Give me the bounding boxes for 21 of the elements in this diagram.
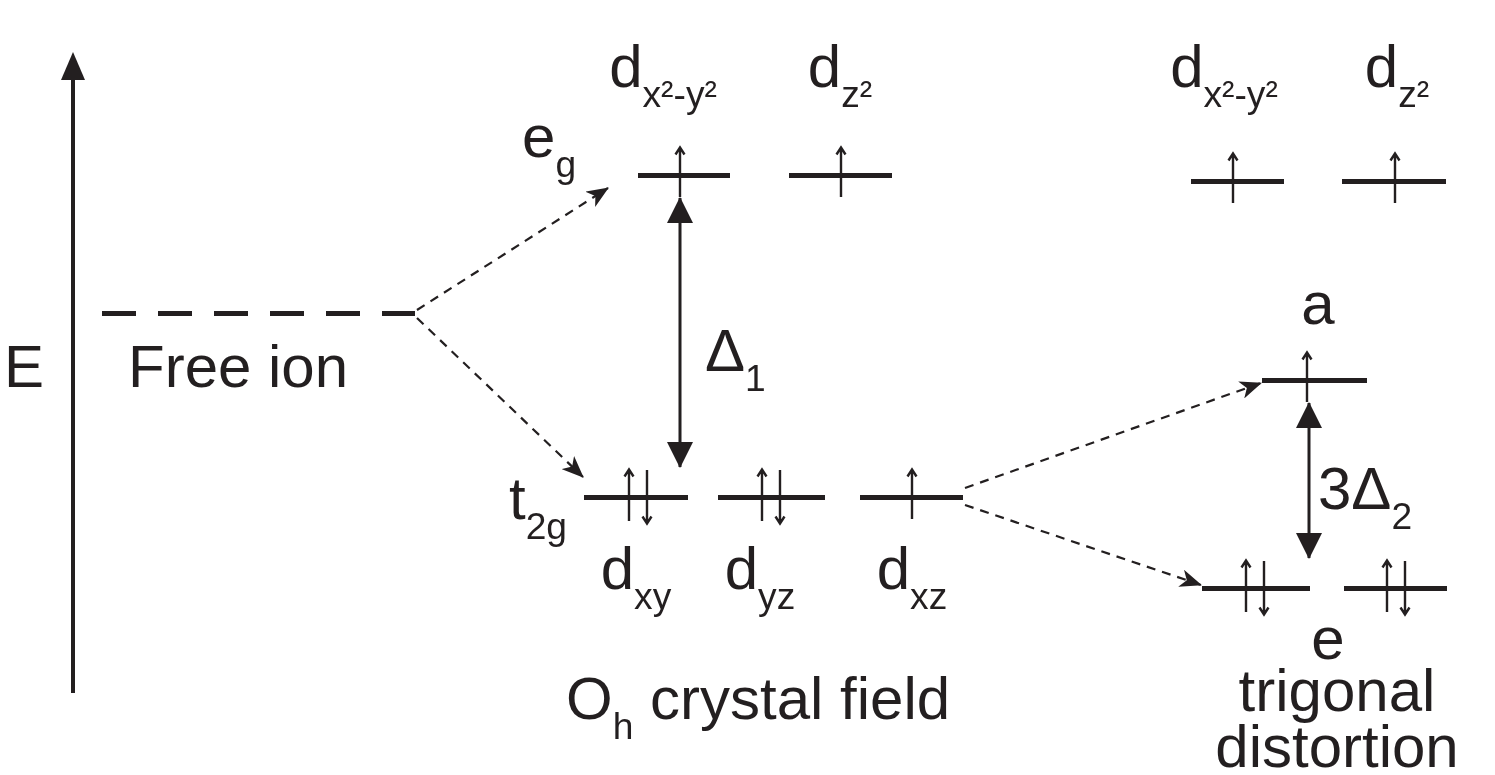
symmetry-label: e$_{g}$ [522, 107, 577, 184]
dashed-arrow [416, 187, 609, 311]
symmetry-label: t$_{2g}$ [509, 469, 568, 546]
level-label: d$_{xy}$ [600, 539, 672, 616]
level-label: d$_{xz}$ [876, 539, 948, 616]
double-headed-arrow [667, 197, 693, 468]
level-label: Free ion [128, 337, 349, 397]
gap-label: Δ$_{1}$ [705, 321, 766, 398]
dashed-arrow [964, 503, 1202, 587]
level-label: d$_{yz}$ [724, 539, 796, 616]
level-label: d$_{z²}$ [1364, 37, 1430, 114]
column-caption: O$_{h}$ crystal field [566, 669, 951, 746]
dashed-arrow [964, 381, 1262, 490]
axis-label: E [4, 337, 45, 397]
level-label: d$_{x²-y²}$ [609, 37, 717, 114]
level-label: a [1301, 274, 1335, 334]
level-label: d$_{z²}$ [807, 37, 873, 114]
level-label: d$_{x²-y²}$ [1170, 37, 1278, 114]
dashed-arrow [416, 317, 584, 478]
double-headed-arrow [1296, 402, 1322, 559]
gap-label: 3Δ$_{2}$ [1318, 459, 1413, 536]
